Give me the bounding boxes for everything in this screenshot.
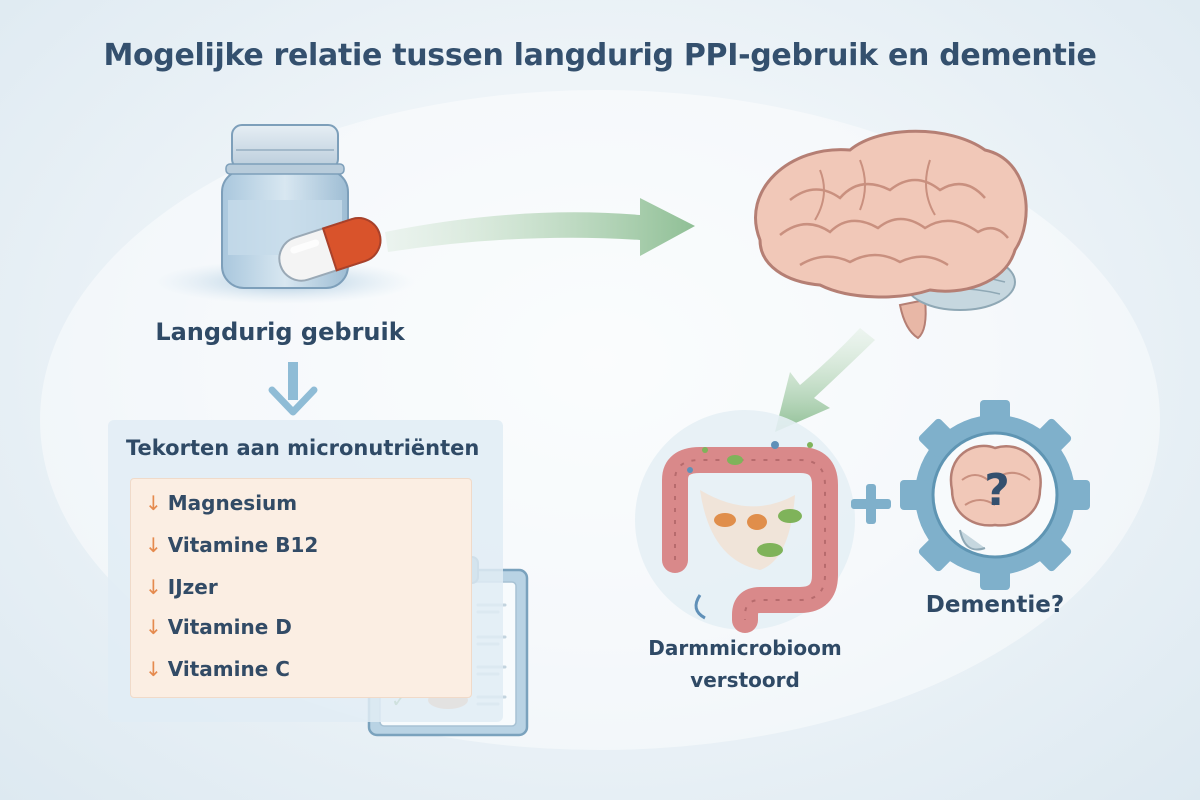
pill-bottle-icon <box>155 124 415 304</box>
gear-icon <box>900 400 1090 590</box>
flow-arrow-to-brain <box>385 198 695 256</box>
list-item-label: Vitamine B12 <box>167 533 319 557</box>
list-item: ↓IJzer <box>145 575 218 599</box>
plus-icon <box>851 484 891 524</box>
list-item: ↓Magnesium <box>145 491 297 515</box>
question-mark: ? <box>984 465 1010 516</box>
down-arrow: ↓ <box>145 657 162 681</box>
list-item-label: Vitamine D <box>167 615 292 639</box>
brain-icon <box>754 129 1028 340</box>
intestine-icon <box>635 410 855 633</box>
flow-arrow-to-gut <box>775 328 875 432</box>
down-arrow: ↓ <box>145 491 162 515</box>
list-item: ↓Vitamine B12 <box>145 533 318 557</box>
gut-label: Darmmicrobioom verstoord <box>630 632 860 696</box>
deficiency-title: Tekorten aan micronutriënten <box>126 436 480 460</box>
page-title: Mogelijke relatie tussen langdurig PPI-g… <box>103 38 1097 73</box>
deficiency-list: ↓Magnesium ↓Vitamine B12 ↓IJzer ↓Vitamin… <box>130 478 472 698</box>
capsule-icon <box>278 217 382 282</box>
list-item-label: Magnesium <box>167 491 298 515</box>
down-arrow: ↓ <box>145 575 162 599</box>
list-item: ↓Vitamine D <box>145 615 292 639</box>
down-arrow: ↓ <box>145 533 162 557</box>
list-item-label: Vitamine C <box>167 657 290 681</box>
gut-label-line1: Darmmicrobioom <box>648 636 842 660</box>
gut-label-line2: verstoord <box>690 668 800 692</box>
list-item: ↓Vitamine C <box>145 657 290 681</box>
down-arrow: ↓ <box>145 615 162 639</box>
usage-label: Langdurig gebruik <box>155 318 405 346</box>
down-arrow-icon <box>268 362 318 416</box>
dementia-label: Dementie? <box>925 592 1065 618</box>
list-item-label: IJzer <box>167 575 218 599</box>
deficiency-panel: Tekorten aan micronutriënten ↓Magnesium … <box>108 420 503 722</box>
